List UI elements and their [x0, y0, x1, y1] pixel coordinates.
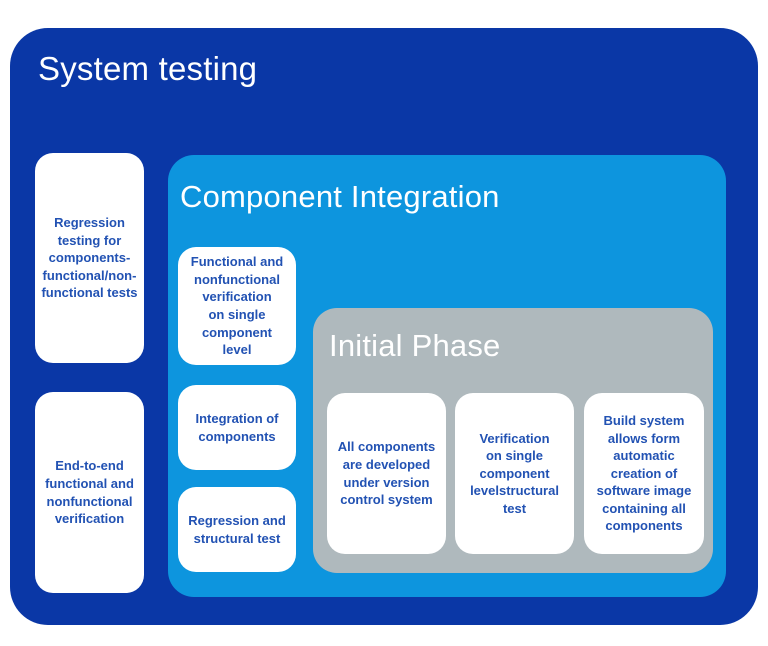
regression-structural-test-box: Regression and structural test [178, 487, 296, 572]
component-integration-title: Component Integration [180, 179, 500, 214]
single-component-verification-box: Verification on single component levelst… [455, 393, 574, 554]
system-testing-title: System testing [38, 50, 258, 87]
version-control-box: All components are developed under versi… [327, 393, 446, 554]
functional-verification-box: Functional and nonfunctional verificatio… [178, 247, 296, 365]
build-system-box: Build system allows form automatic creat… [584, 393, 704, 554]
integration-of-components-box: Integration of components [178, 385, 296, 470]
regression-testing-box: Regression testing for components- funct… [35, 153, 144, 363]
end-to-end-verification-box: End-to-end functional and nonfunctional … [35, 392, 144, 593]
initial-phase-title: Initial Phase [329, 328, 501, 363]
